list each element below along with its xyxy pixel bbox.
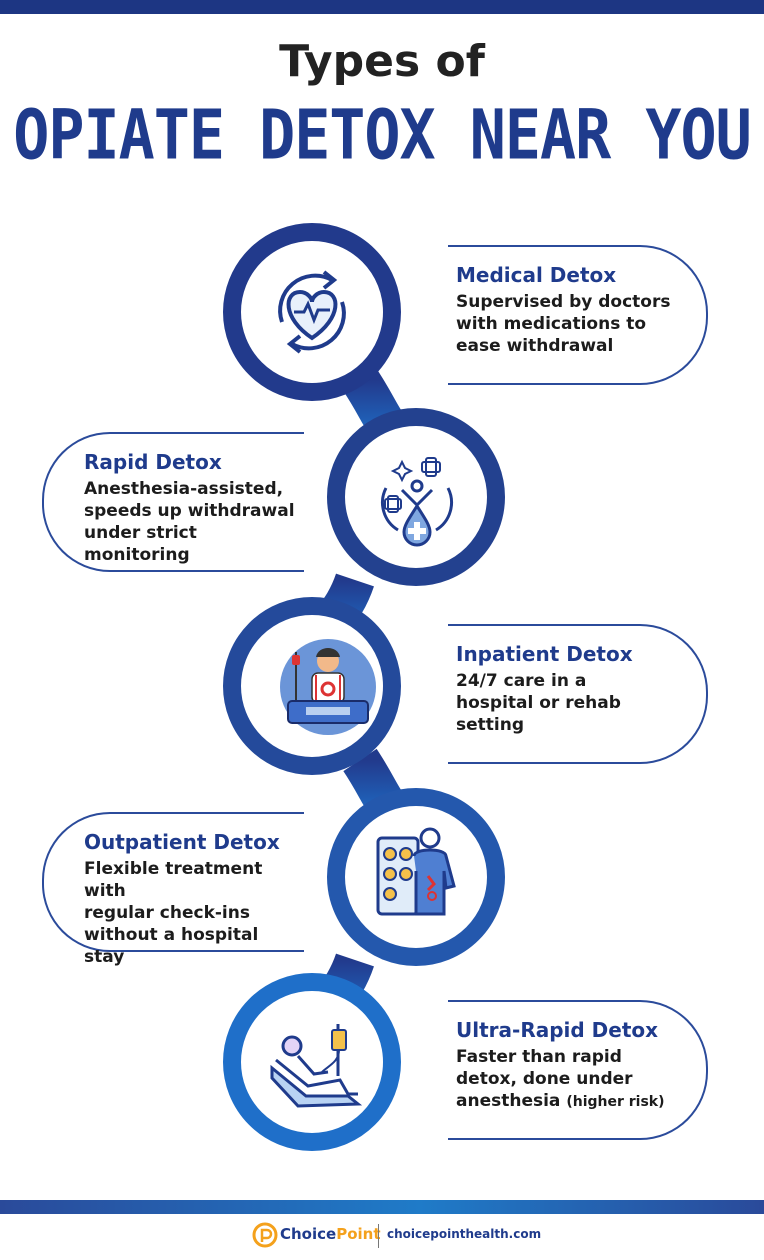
line: ease withdrawal bbox=[456, 336, 614, 356]
hospital-patient-icon bbox=[278, 637, 378, 741]
line: detox, done under bbox=[456, 1069, 633, 1089]
card-description: Flexible treatment with regular check-in… bbox=[84, 858, 304, 968]
line: Faster than rapid bbox=[456, 1047, 622, 1067]
card-title: Inpatient Detox bbox=[456, 642, 633, 666]
line: speeds up withdrawal bbox=[84, 501, 295, 521]
card-title: Medical Detox bbox=[456, 263, 617, 287]
card-rapid-detox: Rapid Detox Anesthesia-assisted, speeds … bbox=[42, 432, 304, 572]
line: anesthesia bbox=[456, 1091, 561, 1111]
line: regular check-ins bbox=[84, 903, 250, 923]
person-health-drop-icon bbox=[372, 450, 462, 554]
line: without a hospital stay bbox=[84, 925, 259, 967]
card-title: Outpatient Detox bbox=[84, 830, 280, 854]
card-description: Supervised by doctors with medications t… bbox=[456, 291, 706, 357]
line: setting bbox=[456, 715, 524, 735]
title-line-1: Types of bbox=[279, 36, 485, 87]
reclining-iv-icon bbox=[268, 1016, 368, 1120]
line: hospital or rehab bbox=[456, 693, 621, 713]
card-description: Faster than rapid detox, done under anes… bbox=[456, 1046, 706, 1113]
ring-2 bbox=[327, 408, 505, 586]
top-bar bbox=[0, 0, 764, 14]
choicepoint-logo-icon bbox=[252, 1222, 278, 1248]
line: under strict monitoring bbox=[84, 523, 197, 565]
card-title: Rapid Detox bbox=[84, 450, 222, 474]
card-inpatient-detox: Inpatient Detox 24/7 care in a hospital … bbox=[448, 624, 708, 764]
footer-url[interactable]: choicepointhealth.com bbox=[387, 1227, 542, 1241]
footer-divider bbox=[378, 1224, 379, 1248]
bottom-bar bbox=[0, 1200, 764, 1214]
heart-cycle-icon bbox=[262, 262, 362, 366]
line: Supervised by doctors bbox=[456, 292, 671, 312]
pills-person-icon bbox=[374, 826, 464, 930]
card-description: Anesthesia-assisted, speeds up withdrawa… bbox=[84, 478, 304, 566]
line: 24/7 care in a bbox=[456, 671, 587, 691]
line: with medications to bbox=[456, 314, 647, 334]
title-line-2: OPIATE DETOX NEAR YOU bbox=[13, 95, 752, 176]
card-description: 24/7 care in a hospital or rehab setting bbox=[456, 670, 706, 736]
card-outpatient-detox: Outpatient Detox Flexible treatment with… bbox=[42, 812, 304, 967]
brand-name: ChoicePoint bbox=[280, 1225, 381, 1243]
card-title: Ultra-Rapid Detox bbox=[456, 1018, 659, 1042]
footer: ChoicePoint choicepointhealth.com bbox=[0, 1216, 764, 1260]
card-medical-detox: Medical Detox Supervised by doctors with… bbox=[448, 245, 708, 385]
line: Anesthesia-assisted, bbox=[84, 479, 284, 499]
risk-note: (higher risk) bbox=[566, 1094, 665, 1110]
card-ultra-rapid-detox: Ultra-Rapid Detox Faster than rapid deto… bbox=[448, 1000, 708, 1140]
line: Flexible treatment with bbox=[84, 859, 263, 901]
